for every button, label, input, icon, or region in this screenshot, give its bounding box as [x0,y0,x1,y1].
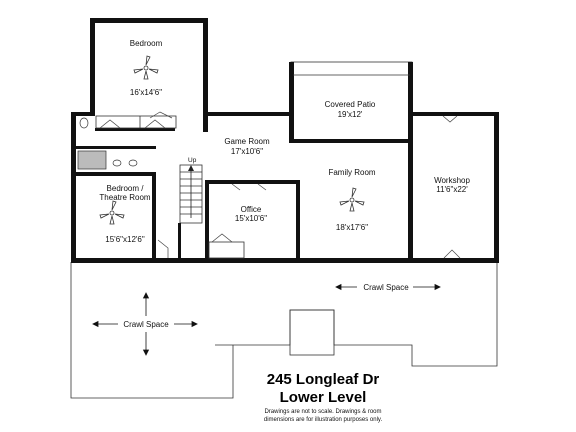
patio-wall-right [408,62,413,112]
door-swing-closet-3 [211,233,233,243]
label-game-dims: 17'x10'6" [231,147,263,156]
crawl-label-bg-left [118,318,174,329]
label-family-dims: 18'x17'6" [336,223,368,232]
toilet [79,117,89,129]
label-workshop-name: Workshop [434,176,470,185]
bedroom-wall-top [90,18,208,23]
crawl-arrow-left-v [142,292,150,356]
label-stairs-up: Up [188,157,197,164]
wall-bottom-main [71,258,499,263]
ceiling-fan-family [339,187,365,212]
label-theatre-line1: Bedroom / [107,184,145,193]
door-swing-workshop [442,115,458,123]
door-swing-closet-1 [99,119,121,129]
closet-wall [95,128,175,131]
wall-main-top-left [71,112,95,116]
patio-wall-left [289,62,294,142]
disclaimer-line1: Drawings are not to scale. Drawings & ro… [264,409,381,415]
wall-family-workshop [408,112,413,262]
door-swing-office-1 [231,183,241,191]
disclaimer-line2: dimensions are for illustration purposes… [264,417,383,423]
door-swing-closet-2 [144,119,166,129]
ceiling-fan-bedroom [133,55,159,80]
label-theatre-dims: 15'6"x12'6" [105,235,145,244]
wall-workshop-top [408,112,499,116]
title-address: 245 Longleaf Dr [267,371,380,388]
patio-wall-bottom [289,139,413,143]
label-family-name: Family Room [328,168,375,177]
label-theatre-line2: Theatre Room [99,193,150,202]
office-wall-right [296,180,300,260]
wall-main-top-mid [203,112,291,116]
bath-wall-top [71,146,156,149]
ceiling-fan-theatre [99,200,125,225]
office-closet [208,241,245,259]
bedroom-wall-left [90,18,95,114]
label-game-name: Game Room [224,137,270,146]
sink-2 [128,159,138,167]
closet-shelf [95,115,177,129]
crawl-label-bg-right [357,281,413,292]
label-crawl-left: Crawl Space [123,320,169,329]
label-workshop-dims: 11'6"x22' [436,185,468,194]
theatre-wall-right [152,172,156,258]
title-level: Lower Level [280,389,367,406]
office-wall-top [205,180,300,184]
stairs-arrowhead [188,165,194,171]
label-office-dims: 15'x10'6" [235,214,267,223]
bedroom-wall-right [203,18,208,132]
wall-workshop-right [494,112,499,262]
label-office-name: Office [241,205,262,214]
sink-1 [112,159,122,167]
label-crawl-right: Crawl Space [363,283,409,292]
shower [77,150,107,170]
label-bedroom-name: Bedroom [130,39,163,48]
door-swing-bedroom [149,111,173,119]
door-swing-workshop-ext [443,249,461,259]
wall-main-left [71,112,76,262]
theatre-wall-top [71,172,156,176]
label-patio-dims: 19'x12' [338,110,363,119]
office-wall-left [205,180,209,260]
crawl-space-inner-box [289,309,335,356]
label-bedroom-dims: 16'x14'6" [130,88,162,97]
door-swing-theatre [157,239,169,258]
door-swing-office-2 [257,183,267,191]
label-patio-name: Covered Patio [325,100,376,109]
stairs-rail [178,223,181,258]
